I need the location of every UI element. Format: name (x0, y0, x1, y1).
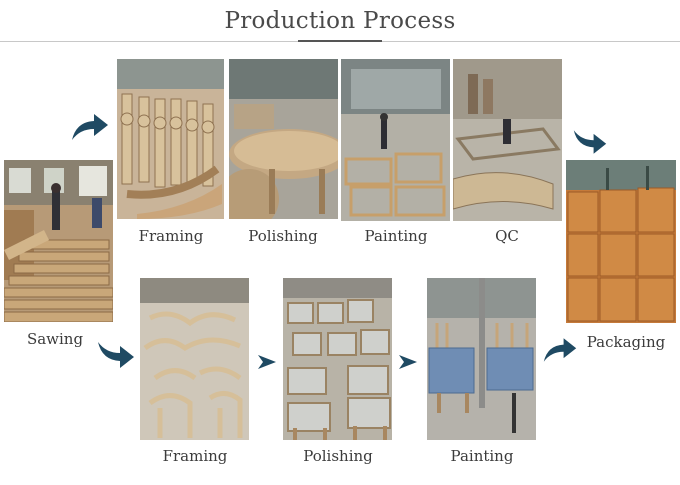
page-title: Production Process (224, 8, 456, 34)
bottom-polishing-photo (283, 278, 392, 440)
top-painting-photo (341, 59, 450, 221)
top-framing-photo (117, 59, 224, 219)
packaging-photo (566, 160, 676, 323)
caption-sawing: Sawing (26, 330, 84, 348)
arrow-right-icon (258, 355, 276, 369)
arrow-up-right-icon (542, 336, 578, 364)
arrow-down-right-icon (96, 340, 136, 370)
caption-packaging: Packaging (586, 333, 666, 351)
arrow-down-right-icon (572, 128, 608, 156)
caption-top-polishing: Polishing (248, 227, 318, 245)
bottom-painting-photo (427, 278, 536, 440)
sawing-photo (4, 160, 113, 322)
caption-bottom-framing: Framing (162, 447, 228, 465)
arrow-up-right-icon (70, 112, 110, 142)
caption-bottom-polishing: Polishing (303, 447, 373, 465)
top-polishing-photo (229, 59, 338, 219)
top-qc-photo (453, 59, 562, 221)
title-underline (298, 40, 382, 42)
caption-top-framing: Framing (138, 227, 204, 245)
caption-top-painting: Painting (364, 227, 428, 245)
bottom-framing-photo (140, 278, 249, 440)
caption-top-qc: QC (495, 227, 519, 245)
arrow-right-icon (399, 355, 417, 369)
caption-bottom-painting: Painting (450, 447, 514, 465)
